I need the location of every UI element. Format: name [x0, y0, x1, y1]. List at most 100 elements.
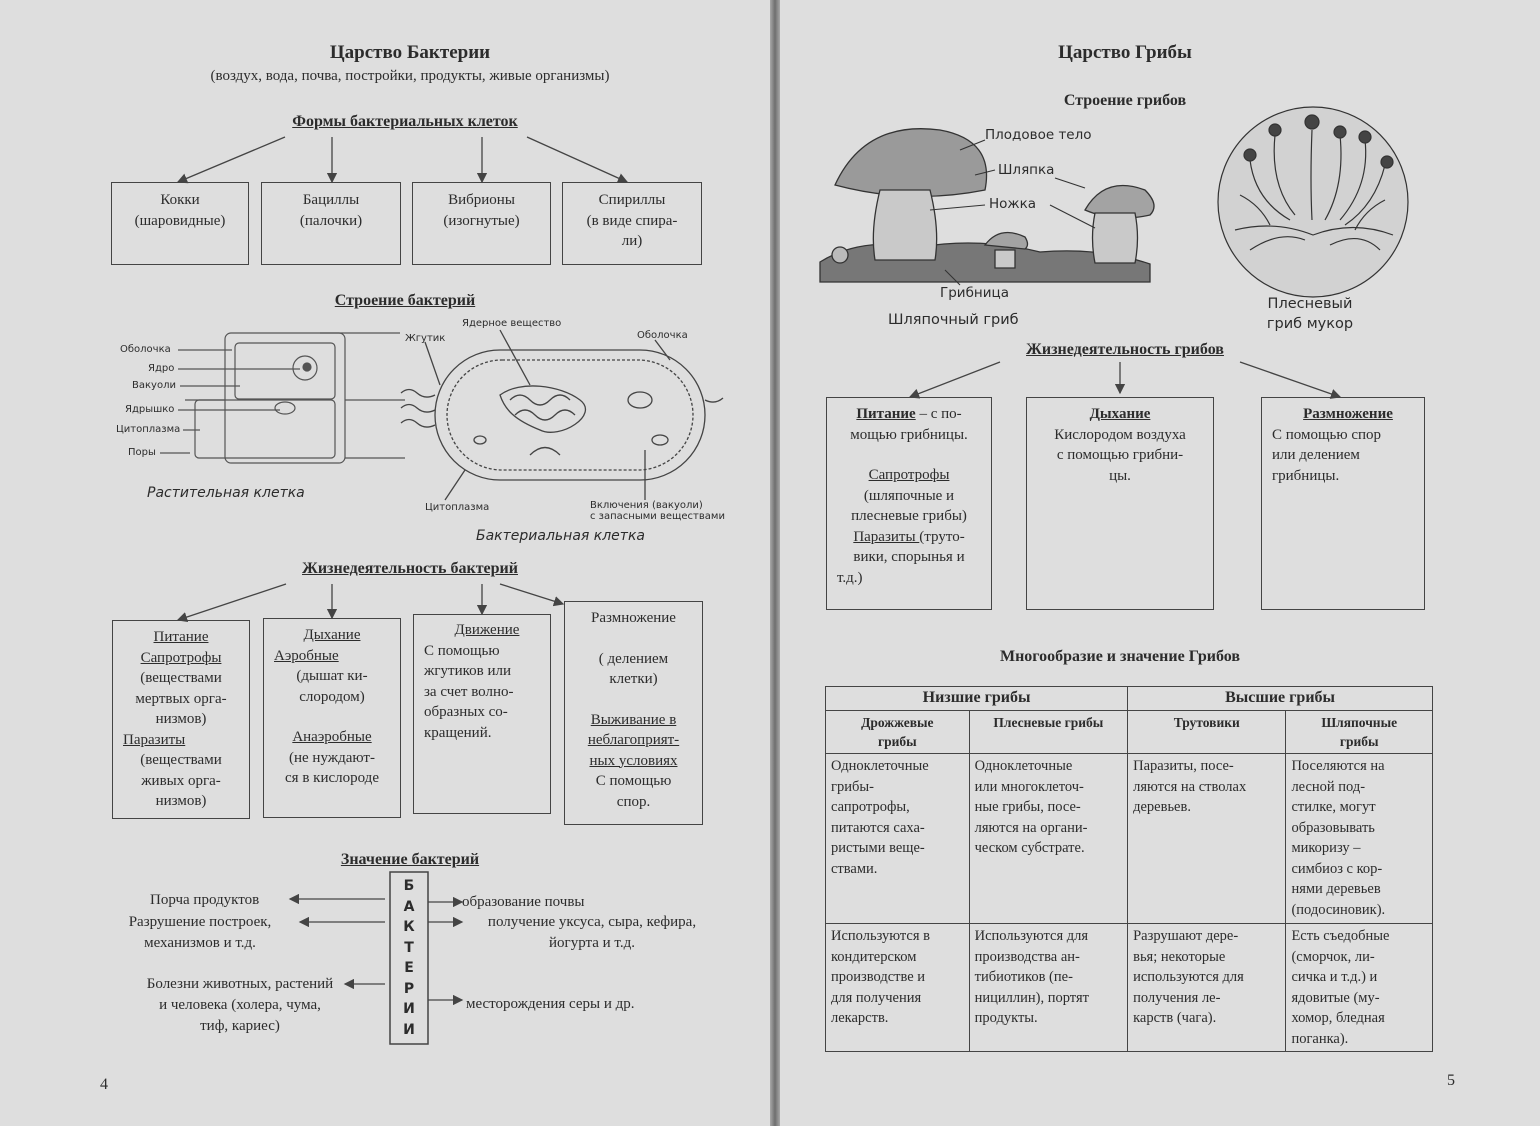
label-vacuoles: Вакуоли	[132, 380, 176, 391]
box-line: (не нуждают-	[264, 748, 400, 769]
caption-line: гриб мукор	[1250, 314, 1370, 334]
table-cell: Есть съедобные (сморчок, ли- сичка и т.д…	[1286, 924, 1433, 1052]
cell-line: (сморчок, ли-	[1291, 947, 1427, 968]
box-title-rest: – с по-	[916, 406, 962, 422]
benefit-food: получение уксуса, сыра, кефира, йогурта …	[462, 912, 722, 954]
cell-line: Поселяются на	[1291, 756, 1427, 777]
harm-line: тиф, кариес)	[130, 1016, 350, 1037]
life-box-movement: Движение С помощью жгутиков или за счет …	[413, 614, 551, 814]
cell-line: используются для	[1133, 967, 1280, 988]
letter: И	[390, 1020, 428, 1041]
box-title: Питание	[856, 406, 915, 422]
fungi-box-reproduction: Размножение С помощью спор или делением …	[1261, 397, 1425, 610]
bacteria-vertical-word: Б А К Т Е Р И И	[390, 876, 428, 1040]
box-line: клетки)	[565, 669, 702, 690]
box-title: Дыхание	[264, 625, 400, 646]
box-subtitle: Сапротрофы	[113, 648, 249, 669]
plant-cell-drawing	[160, 333, 405, 463]
left-page-subtitle: (воздух, вода, почва, постройки, продукт…	[130, 66, 690, 87]
letter: К	[390, 917, 428, 938]
form-line: (шаровидные)	[112, 211, 248, 232]
col-line: грибы	[831, 732, 964, 751]
form-line: ли)	[563, 231, 701, 252]
box-line: слородом)	[264, 687, 400, 708]
box-title: Размножение	[1272, 404, 1424, 425]
cell-line: Используются в	[831, 926, 964, 947]
table-row: Одноклеточные грибы- сапротрофы, питаютс…	[826, 754, 1433, 924]
box-line: спор.	[565, 792, 702, 813]
form-box-cocci: Кокки (шаровидные)	[111, 182, 249, 265]
cell-line: карств (чага).	[1133, 1008, 1280, 1029]
mushroom-drawing	[820, 129, 1154, 285]
box-line: кращений.	[424, 723, 550, 744]
forms-heading: Формы бактериальных клеток	[230, 113, 580, 131]
cell-line: для получения	[831, 988, 964, 1009]
life-heading: Жизнедеятельность бактерий	[240, 560, 580, 578]
cell-line: микоризу –	[1291, 838, 1427, 859]
cell-line: питаются саха-	[831, 818, 964, 839]
harm-line: Разрушение построек,	[95, 912, 305, 933]
fungi-variety-heading: Многообразие и значение Грибов	[940, 648, 1300, 666]
harm-line: и человека (холера, чума,	[130, 995, 350, 1016]
cell-line: ляются на органи-	[975, 818, 1122, 839]
harm-line: механизмов и т.д.	[95, 933, 305, 954]
cell-line: продукты.	[975, 1008, 1122, 1029]
table-cell: Используются для производства ан- тибиот…	[969, 924, 1127, 1052]
label-inclusions: Включения (вакуоли)	[590, 500, 703, 511]
cell-line: лекарств.	[831, 1008, 964, 1029]
benefit-soil: образование почвы	[462, 892, 584, 913]
form-box-bacilli: Бациллы (палочки)	[261, 182, 401, 265]
form-line: Бациллы	[262, 190, 400, 211]
mold-caption: Плесневый гриб мукор	[1250, 294, 1370, 334]
cell-line: нями деревьев	[1291, 879, 1427, 900]
box-line: (веществами	[113, 750, 249, 771]
box-subtitle: Анаэробные	[264, 727, 400, 748]
box-line: грибницы.	[1272, 466, 1424, 487]
page-number-left: 4	[100, 1076, 108, 1094]
harm-line: Болезни животных, растений	[130, 974, 350, 995]
bacterial-cell-drawing	[401, 330, 723, 500]
benefit-line: йогурта и т.д.	[462, 933, 722, 954]
box-line: (веществами	[113, 668, 249, 689]
form-box-spirilla: Спириллы (в виде спира- ли)	[562, 182, 702, 265]
label-mycelium: Грибница	[940, 285, 1009, 301]
meaning-heading: Значение бактерий	[280, 851, 540, 869]
structure-heading: Строение бактерий	[280, 292, 530, 310]
box-line: вики, спорынья и	[827, 547, 991, 568]
box-line: Кислородом воздуха	[1027, 425, 1213, 446]
col-line: грибы	[1291, 732, 1427, 751]
benefit-sulfur: месторождения серы и др.	[466, 994, 635, 1015]
col-cap-fungi: Шляпочные грибы	[1286, 711, 1433, 754]
group-higher-fungi: Высшие грибы	[1128, 687, 1433, 711]
cell-line: Используются для	[975, 926, 1122, 947]
cell-line: деревьев.	[1133, 797, 1280, 818]
box-subtitle: Аэробные	[264, 646, 400, 667]
form-line: (в виде спира-	[563, 211, 701, 232]
box-subtitle: Сапротрофы	[827, 465, 991, 486]
box-line: низмов)	[113, 709, 249, 730]
cell-line: сапротрофы,	[831, 797, 964, 818]
letter: Е	[390, 958, 428, 979]
label-bact-cytoplasm: Цитоплазма	[425, 502, 489, 513]
box-subtitle: неблагоприят-	[565, 730, 702, 751]
table-cell: Поселяются на лесной под- стилке, могут …	[1286, 754, 1433, 924]
label-stem: Ножка	[989, 196, 1036, 212]
box-line: с помощью грибни-	[1027, 445, 1213, 466]
cell-line: производства ан-	[975, 947, 1122, 968]
label-cap: Шляпка	[998, 162, 1054, 178]
label-fruit-body: Плодовое тело	[985, 127, 1092, 143]
box-line: т.д.)	[827, 568, 991, 589]
letter: Т	[390, 938, 428, 959]
fungi-structure-heading: Строение грибов	[1020, 92, 1230, 110]
table-cell: Одноклеточные грибы- сапротрофы, питаютс…	[826, 754, 970, 924]
box-line: мощью грибницы.	[827, 425, 991, 446]
box-line: С помощью	[565, 771, 702, 792]
box-title: Движение	[424, 620, 550, 641]
box-title: Питание	[113, 627, 249, 648]
box-line: низмов)	[113, 791, 249, 812]
bacterial-cell-caption: Бактериальная клетка	[476, 528, 645, 544]
cell-line: стилке, могут	[1291, 797, 1427, 818]
col-line: Дрожжевые	[831, 713, 964, 732]
box-title: Дыхание	[1027, 404, 1213, 425]
fungi-table: Низшие грибы Высшие грибы Дрожжевые гриб…	[825, 686, 1433, 1052]
